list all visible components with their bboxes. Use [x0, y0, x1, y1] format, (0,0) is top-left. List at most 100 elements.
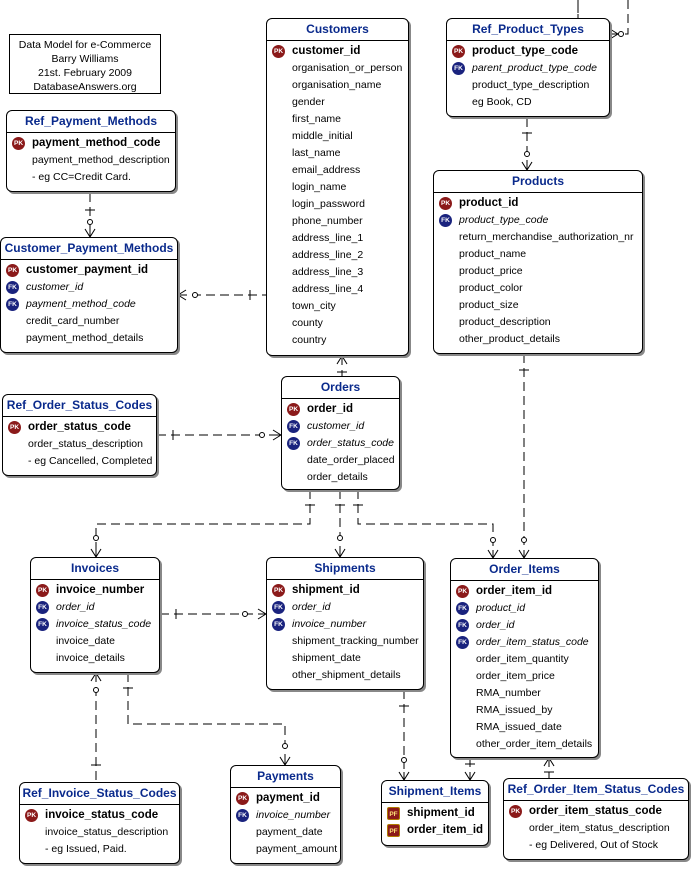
- crows-foot-marker: [469, 771, 476, 781]
- attribute-name: product_type_code: [459, 214, 549, 226]
- attribute-name: product_name: [459, 248, 527, 260]
- attribute-row: other_shipment_details: [267, 667, 423, 684]
- attribute-name: invoice_status_code: [45, 809, 159, 821]
- attribute-row: gender: [267, 94, 408, 111]
- optional-circle: [93, 687, 99, 693]
- attribute-name: order_item_status_code: [476, 636, 589, 648]
- customers-title: Customers: [267, 19, 408, 41]
- attribute-row: - eg Delivered, Out of Stock: [504, 837, 688, 854]
- attribute-row: - eg CC=Credit Card.: [7, 169, 175, 186]
- attribute-row: PK product_type_code: [447, 43, 609, 60]
- rel-invoices-payments: [127, 673, 286, 765]
- attribute-name: product_type_code: [472, 45, 579, 57]
- attribute-row: order_item_price: [451, 668, 598, 685]
- shipment-items-title: Shipment_Items: [382, 781, 488, 803]
- optional-circle: [521, 537, 527, 543]
- attribute-name: order_item_price: [476, 670, 555, 682]
- attribute-name: last_name: [292, 147, 341, 159]
- attribute-name: - eg Issued, Paid.: [45, 843, 127, 855]
- fk-key-icon: FK: [6, 281, 19, 294]
- attribute-row: PK customer_id: [267, 43, 408, 60]
- pk-key-icon: PK: [452, 45, 465, 58]
- optional-circle: [618, 31, 624, 37]
- attribute-row: credit_card_number: [1, 313, 177, 330]
- attribute-row: middle_initial: [267, 128, 408, 145]
- pf-key-icon: PF: [387, 807, 400, 820]
- attribute-row: product_description: [434, 314, 642, 331]
- crows-foot-marker: [487, 549, 494, 559]
- attribute-row: country: [267, 332, 408, 349]
- attribute-row: address_line_4: [267, 281, 408, 298]
- crows-foot-marker: [279, 756, 286, 766]
- attribute-row: other_order_item_details: [451, 736, 598, 753]
- crows-foot-marker: [177, 289, 187, 296]
- attribute-row: organisation_or_person: [267, 60, 408, 77]
- attribute-name: invoice_number: [292, 618, 367, 630]
- attribute-row: last_name: [267, 145, 408, 162]
- attribute-row: county: [267, 315, 408, 332]
- attribute-row: payment_date: [231, 824, 340, 841]
- attribute-name: product_color: [459, 282, 523, 294]
- optional-circle: [337, 535, 343, 541]
- attribute-row: first_name: [267, 111, 408, 128]
- attribute-row: invoice_date: [31, 633, 159, 650]
- orders-title: Orders: [282, 377, 399, 399]
- attribute-name: address_line_1: [292, 232, 364, 244]
- shipments-title: Shipments: [267, 558, 423, 580]
- attribute-row: order_item_quantity: [451, 651, 598, 668]
- optional-circle: [87, 219, 93, 225]
- attribute-name: order_id: [476, 619, 515, 631]
- payments-title: Payments: [231, 766, 340, 788]
- attribute-name: - eg Cancelled, Completed: [28, 455, 153, 467]
- fk-key-icon: FK: [36, 601, 49, 614]
- crows-foot-marker: [334, 548, 341, 558]
- attribute-row: order_details: [282, 469, 399, 486]
- pk-key-icon: PK: [509, 805, 522, 818]
- note-line-author: Barry Williams: [51, 53, 119, 65]
- optional-circle: [282, 743, 288, 749]
- attribute-name: customer_id: [292, 45, 361, 57]
- pk-key-icon: PK: [272, 45, 285, 58]
- fk-key-icon: FK: [272, 618, 285, 631]
- crows-foot-marker: [257, 608, 267, 615]
- crows-foot-marker: [548, 757, 555, 767]
- attribute-row: return_merchandise_authorization_nr: [434, 229, 642, 246]
- attribute-name: payment_method_description: [32, 154, 170, 166]
- order-items-title: Order_Items: [451, 559, 598, 581]
- pk-key-icon: PK: [287, 403, 300, 416]
- pk-key-icon: PK: [456, 585, 469, 598]
- optional-circle: [490, 537, 496, 543]
- crows-foot-marker: [90, 548, 97, 558]
- crows-foot-marker: [526, 161, 533, 171]
- invoices-title: Invoices: [31, 558, 159, 580]
- fk-key-icon: FK: [456, 619, 469, 632]
- crows-foot-marker: [609, 28, 619, 35]
- fk-key-icon: FK: [236, 809, 249, 822]
- note-line-source: DatabaseAnswers.org: [33, 81, 137, 93]
